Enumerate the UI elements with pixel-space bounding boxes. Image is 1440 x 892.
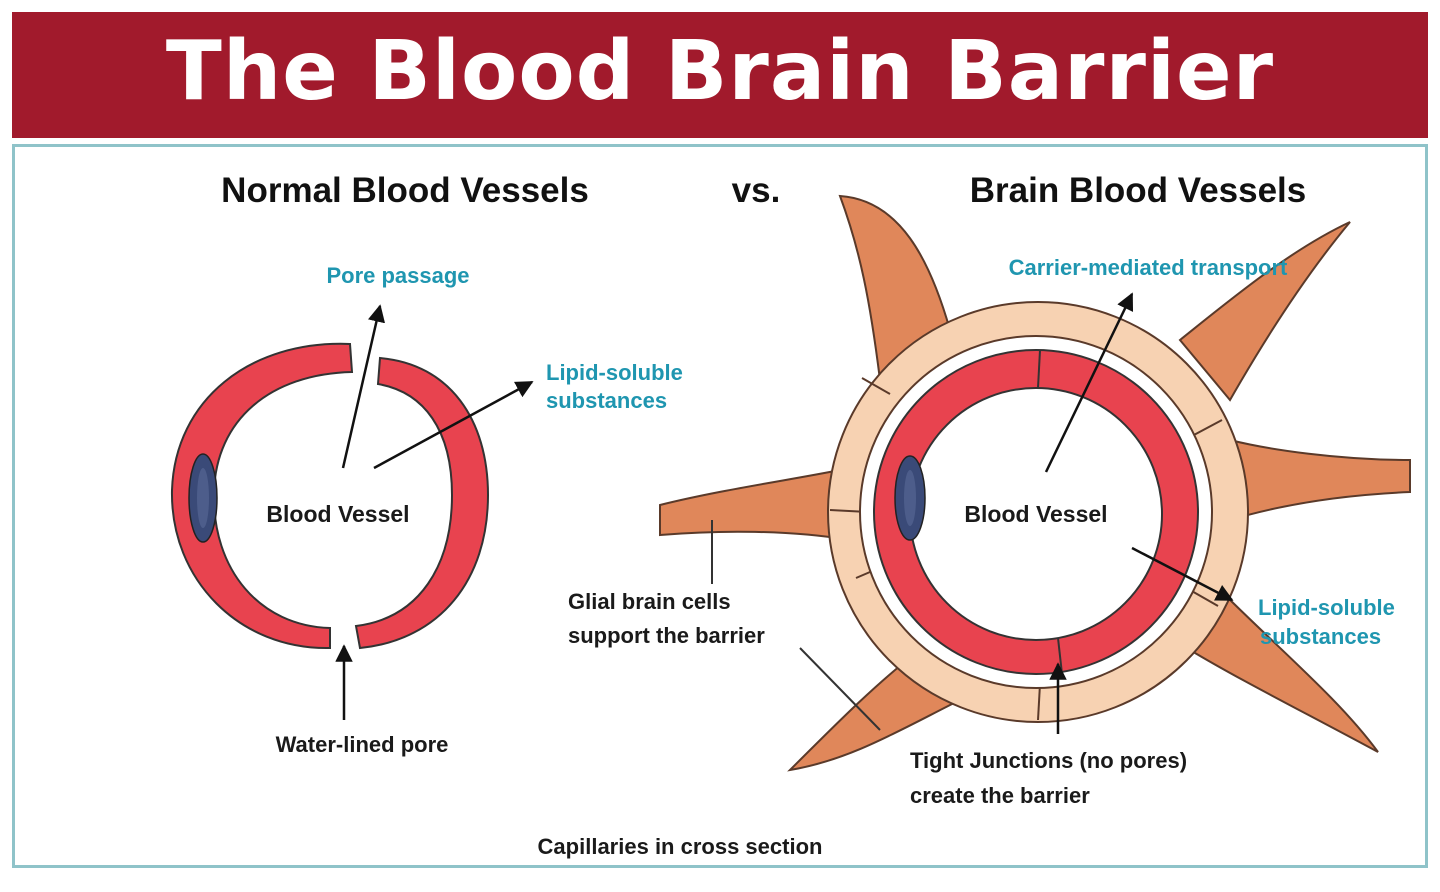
normal-vessel <box>170 342 490 650</box>
arrow-lipid-brain <box>1131 546 1234 602</box>
glia-process-right <box>1229 438 1411 522</box>
label-lipid-line2: substances <box>546 388 667 413</box>
page-title: The Blood Brain Barrier <box>165 23 1275 119</box>
caption: Capillaries in cross section <box>538 834 823 859</box>
label-pore-passage: Pore passage <box>326 263 469 288</box>
normal-wall-segment-right <box>354 356 490 650</box>
header-normal: Normal Blood Vessels <box>221 171 589 210</box>
label-brain-lipid-line2: substances <box>1260 624 1381 649</box>
label-glial-line2: support the barrier <box>568 623 765 648</box>
label-brain-lipid-line1: Lipid-soluble <box>1258 595 1395 620</box>
label-tight-line2: create the barrier <box>910 783 1090 808</box>
glia-divider-1 <box>861 377 891 395</box>
normal-wall-segment-left <box>170 342 354 650</box>
arrow-carrier <box>1044 292 1134 473</box>
header-vs: vs. <box>732 171 781 210</box>
label-water-pore: Water-lined pore <box>276 732 449 757</box>
glia-divider-5 <box>1191 419 1223 437</box>
brain-nucleus-inner <box>904 470 916 526</box>
title-banner: The Blood Brain Barrier <box>12 12 1428 138</box>
glia-process-left <box>659 468 852 542</box>
label-lipid-line1: Lipid-soluble <box>546 360 683 385</box>
label-glial-line1: Glial brain cells <box>568 589 731 614</box>
label-tight-line1: Tight Junctions (no pores) <box>910 748 1187 773</box>
normal-nucleus-inner <box>197 468 209 528</box>
arrow-pore-passage <box>341 304 386 469</box>
label-brain-blood-vessel: Blood Vessel <box>964 501 1107 527</box>
pointer-glial-bottom <box>799 647 881 731</box>
brain-vessel <box>659 194 1411 772</box>
label-normal-blood-vessel: Blood Vessel <box>266 501 409 527</box>
glia-divider-6 <box>1189 589 1219 607</box>
header-brain: Brain Blood Vessels <box>970 171 1307 210</box>
glia-divider-4 <box>1037 683 1041 721</box>
glia-process-top-right <box>1178 221 1351 402</box>
tight-junction-top <box>1037 349 1041 389</box>
label-carrier-transport: Carrier-mediated transport <box>1009 255 1288 280</box>
arrow-lipid-normal <box>373 380 534 470</box>
